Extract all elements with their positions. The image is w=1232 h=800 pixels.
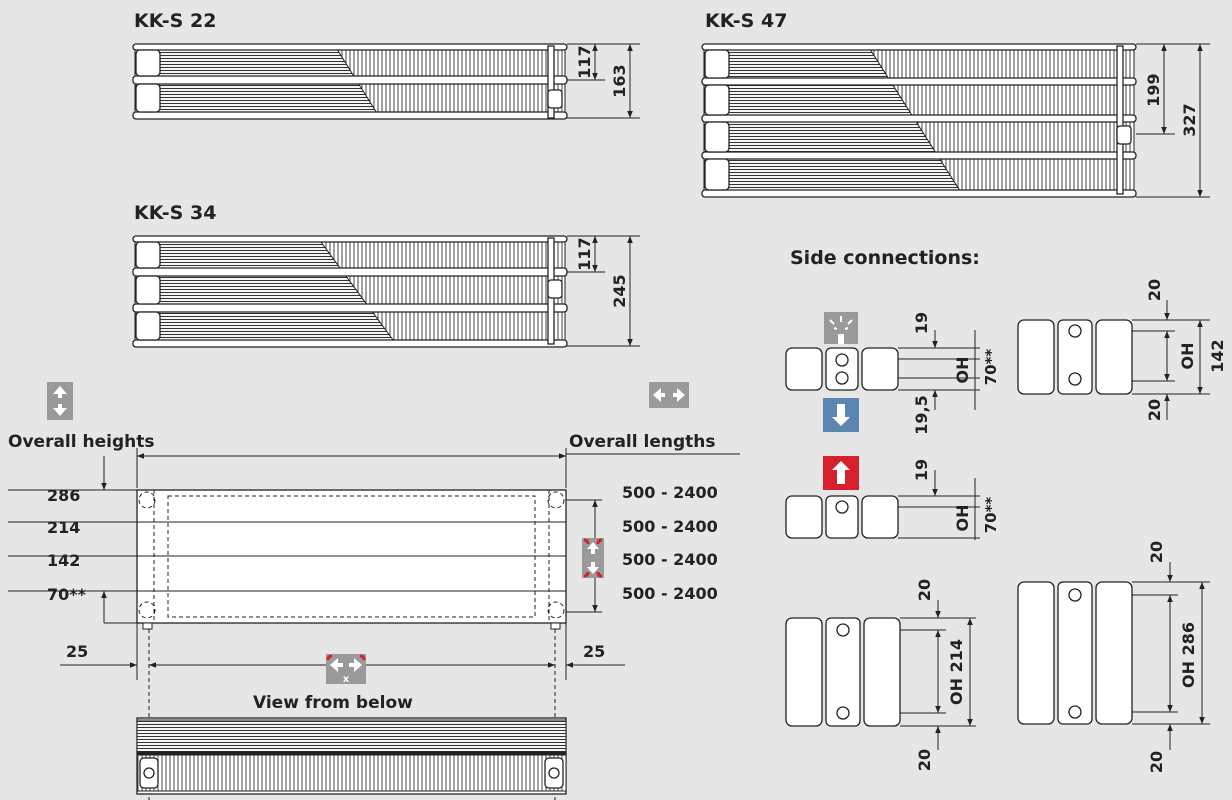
connection-type-d: 20 OH 214 20 xyxy=(785,579,976,771)
dim-20: 20 xyxy=(915,749,934,771)
overall-lengths-label: Overall lengths xyxy=(569,432,715,452)
top-rail xyxy=(132,235,568,243)
end-cap xyxy=(135,275,161,305)
dim-inner-kk-s-34: 117 xyxy=(575,237,594,270)
connection-type-c: 20 OH 142 20 xyxy=(1017,279,1227,421)
dim-20: 20 xyxy=(1147,751,1166,773)
dim-70: 70** xyxy=(982,349,1000,386)
mid-rail xyxy=(132,75,568,85)
length-arrows-icon xyxy=(649,382,689,408)
end-cap xyxy=(704,121,730,153)
height-value: 214 xyxy=(47,518,80,537)
dim-20: 20 xyxy=(1147,541,1166,563)
side-connections-title: Side connections: xyxy=(790,247,980,269)
flow-down-icon xyxy=(823,398,859,432)
height-value: 70** xyxy=(47,585,87,604)
x-mark: x xyxy=(343,674,350,685)
end-cap xyxy=(135,241,161,269)
dim-oh-214: OH 214 xyxy=(947,639,966,705)
bottom-view xyxy=(136,717,567,795)
dim-142: 142 xyxy=(1208,339,1227,372)
side-panel xyxy=(1116,45,1124,195)
side-offset-left: 25 xyxy=(66,642,88,661)
height-value: 142 xyxy=(47,551,80,570)
connection-valve xyxy=(547,89,563,109)
connection-type-b: 19 OH 70** xyxy=(785,459,1000,540)
end-cap xyxy=(135,49,161,77)
end-cap xyxy=(135,311,161,341)
dim-70: 70** xyxy=(982,497,1000,534)
model-kk-s-22: KK-S 22 117 163 xyxy=(132,10,640,120)
end-cap xyxy=(704,49,730,79)
model-title-kk-s-34: KK-S 34 xyxy=(134,202,216,224)
length-value: 500 - 2400 xyxy=(622,550,718,569)
bottom-rail xyxy=(132,339,568,348)
dim-inner-kk-s-47: 199 xyxy=(1144,73,1163,106)
view-from-below-label: View from below xyxy=(253,693,413,713)
overall-heights-label: Overall heights xyxy=(8,432,154,452)
model-title-kk-s-22: KK-S 22 xyxy=(134,10,216,32)
adjust-height-icon xyxy=(582,538,604,578)
model-title-kk-s-47: KK-S 47 xyxy=(705,10,787,32)
mid-rail xyxy=(701,77,1137,86)
height-value: 286 xyxy=(47,486,80,505)
side-connections: Side connections: 19 19,5 OH 70** xyxy=(785,247,1227,773)
side-offset-right: 25 xyxy=(583,642,605,661)
bottom-rail xyxy=(132,111,568,120)
dim-oh-286: OH 286 xyxy=(1179,622,1198,688)
connection-type-e: 20 OH 286 20 xyxy=(1017,541,1210,773)
dim-19-5: 19,5 xyxy=(912,395,931,434)
mid-rail xyxy=(132,303,568,313)
dim-20: 20 xyxy=(1145,279,1164,301)
dim-19: 19 xyxy=(912,312,931,334)
connection-valve xyxy=(1116,125,1132,145)
top-rail xyxy=(701,43,1137,51)
flow-up-icon xyxy=(823,456,859,490)
length-value: 500 - 2400 xyxy=(622,483,718,502)
length-value: 500 - 2400 xyxy=(622,584,718,603)
dim-inner-kk-s-22: 117 xyxy=(575,45,594,78)
dim-oh: OH xyxy=(953,505,972,532)
length-value: 500 - 2400 xyxy=(622,517,718,536)
end-cap xyxy=(704,84,730,116)
dim-outer-kk-s-47: 327 xyxy=(1180,103,1199,136)
height-arrows-icon xyxy=(47,382,73,420)
adjust-length-icon: x xyxy=(326,654,366,685)
connection-valve xyxy=(547,279,563,299)
model-kk-s-34: KK-S 34 117 245 xyxy=(132,202,640,348)
model-kk-s-47: KK-S 47 199 327 xyxy=(701,10,1210,198)
mid-rail xyxy=(701,151,1137,160)
dim-outer-kk-s-22: 163 xyxy=(610,64,629,97)
vent-icon xyxy=(824,312,858,344)
connection-type-a: 19 19,5 OH 70** xyxy=(785,312,1000,435)
dim-oh: OH xyxy=(1178,343,1197,370)
top-rail xyxy=(132,43,568,51)
side-panel xyxy=(547,45,555,119)
dim-oh: OH xyxy=(953,357,972,384)
dim-20: 20 xyxy=(1145,399,1164,421)
dim-outer-kk-s-34: 245 xyxy=(610,274,629,307)
mid-rail xyxy=(132,267,568,277)
mid-rail xyxy=(701,114,1137,123)
end-cap xyxy=(135,83,161,113)
end-cap xyxy=(704,158,730,191)
dim-19: 19 xyxy=(912,459,931,481)
front-view: Overall heights Overall lengths xyxy=(8,382,740,800)
bottom-rail xyxy=(701,189,1137,198)
dim-20: 20 xyxy=(915,579,934,601)
